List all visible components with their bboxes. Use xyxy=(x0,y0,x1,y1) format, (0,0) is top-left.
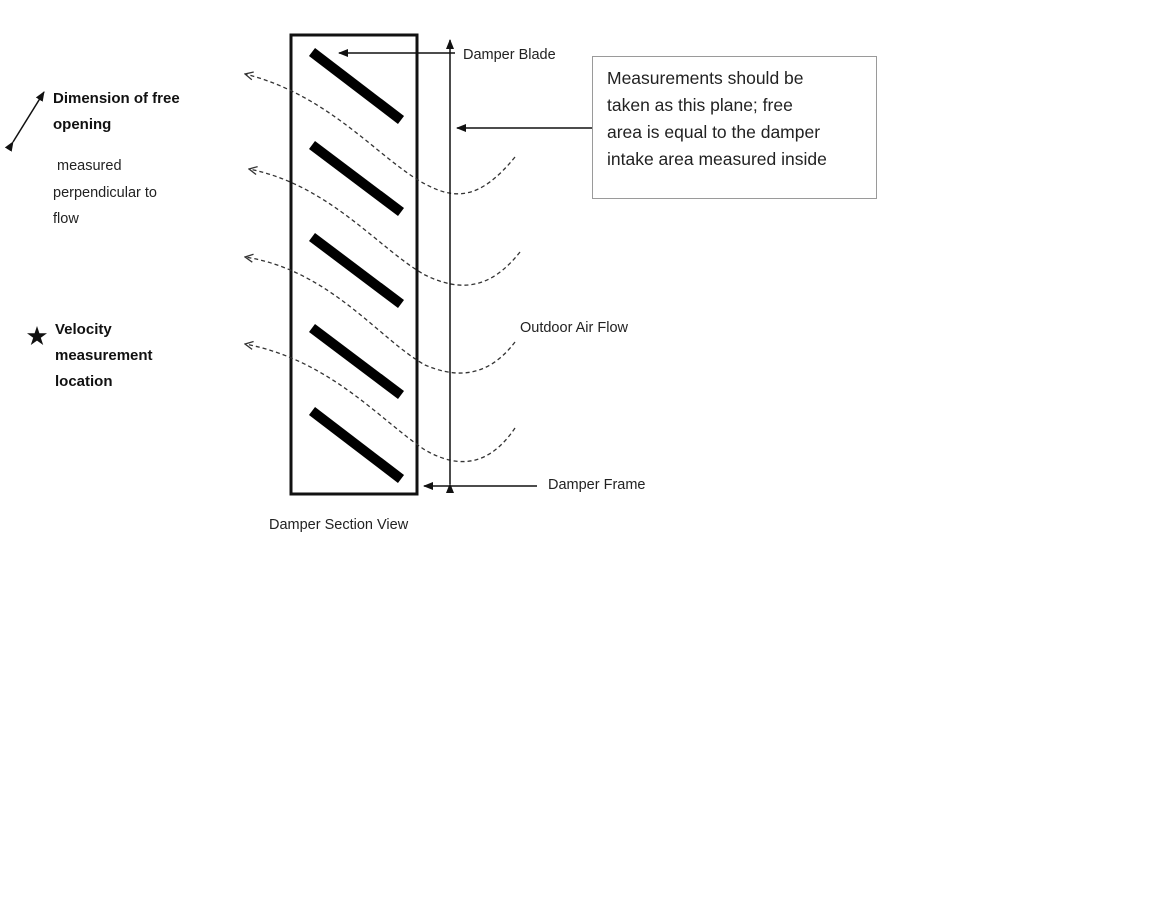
note-line: Measurements should be xyxy=(607,68,804,88)
damper-blade xyxy=(308,141,405,216)
dimension-desc-line: flow xyxy=(53,211,79,227)
section-view-label: Damper Section View xyxy=(269,517,409,533)
double-arrow-diagonal-icon xyxy=(4,91,45,152)
airflow-line xyxy=(245,74,516,195)
damper-blade xyxy=(308,233,405,308)
star-icon xyxy=(27,326,47,345)
damper-frame-label: Damper Frame xyxy=(548,477,646,493)
dimension-title-line: opening xyxy=(53,116,112,133)
damper-frame-rect xyxy=(289,33,419,496)
damper-blade xyxy=(308,48,405,124)
velocity-line: Velocity xyxy=(55,321,112,338)
damper-blades xyxy=(308,48,405,483)
damper-blade-label: Damper Blade xyxy=(463,47,556,63)
note-line: area is equal to the damper xyxy=(607,122,821,142)
damper-blade xyxy=(308,324,405,399)
airflow-lines xyxy=(245,74,521,463)
note-line: taken as this plane; free xyxy=(607,95,793,115)
dimension-desc-line: perpendicular to xyxy=(53,185,157,201)
velocity-line: location xyxy=(55,373,113,390)
note-line: intake area measured inside xyxy=(607,149,827,169)
airflow-line xyxy=(245,344,516,463)
outdoor-air-flow-label: Outdoor Air Flow xyxy=(520,320,628,336)
airflow-line xyxy=(249,169,521,286)
dimension-title-line: Dimension of free xyxy=(53,90,180,107)
airflow-line xyxy=(245,257,516,374)
dimension-desc-line: measured xyxy=(53,158,122,174)
velocity-line: measurement xyxy=(55,347,153,364)
measurement-note-box: Measurements should be taken as this pla… xyxy=(592,56,877,199)
damper-blade xyxy=(308,407,405,483)
